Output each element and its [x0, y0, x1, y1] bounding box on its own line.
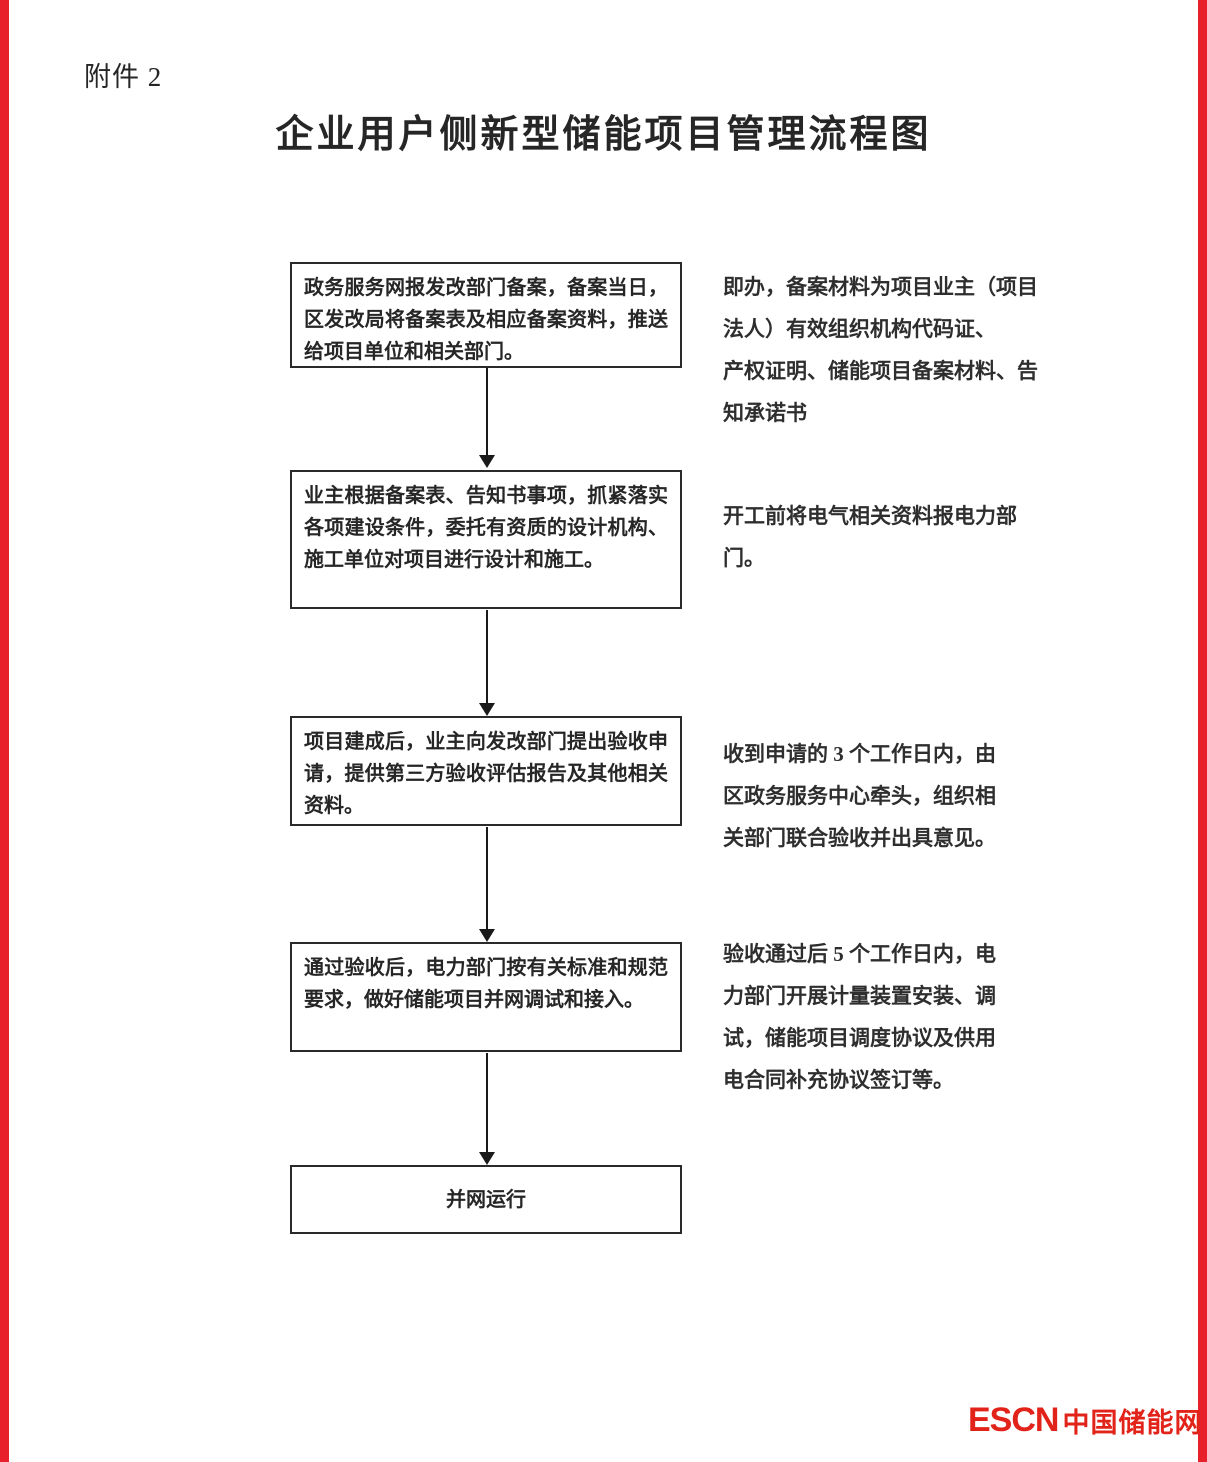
down-arrow-icon [479, 610, 495, 716]
down-arrow-icon [479, 827, 495, 942]
flow-step-text: 通过验收后，电力部门按有关标准和规范要求，做好储能项目并网调试和接入。 [304, 957, 668, 1011]
annotation-filing-materials: 即办，备案材料为项目业主（项目 法人）有效组织机构代码证、 产权证明、储能项目备… [723, 266, 1058, 434]
escn-logo: ESCN 中国储能网 [968, 1399, 1202, 1441]
annotation-line: 电合同补充协议签订等。 [723, 1068, 954, 1092]
arrow-head [479, 929, 495, 942]
arrow-shaft [486, 368, 488, 457]
attachment-label: 附件 2 [84, 62, 163, 92]
flow-step-text: 并网运行 [446, 1189, 526, 1211]
page-title: 企业用户侧新型储能项目管理流程图 [275, 114, 932, 156]
annotation-line: 区政务服务中心牵头，组织相 [723, 784, 996, 808]
annotation-electrical-data: 开工前将电气相关资料报电力部 门。 [723, 495, 1058, 579]
down-arrow-icon [479, 1053, 495, 1165]
right-red-border [1198, 0, 1207, 1462]
arrow-head [479, 1152, 495, 1165]
annotation-joint-acceptance: 收到申请的 3 个工作日内，由 区政务服务中心牵头，组织相 关部门联合验收并出具… [723, 733, 1058, 859]
flow-step-text: 业主根据备案表、告知书事项，抓紧落实各项建设条件，委托有资质的设计机构、施工单位… [304, 485, 668, 571]
annotation-line: 收到申请的 3 个工作日内，由 [723, 742, 996, 766]
flow-step-construction-box: 业主根据备案表、告知书事项，抓紧落实各项建设条件，委托有资质的设计机构、施工单位… [290, 470, 682, 609]
annotation-line: 法人）有效组织机构代码证、 [723, 317, 996, 341]
annotation-line: 力部门开展计量装置安装、调 [723, 984, 996, 1008]
left-red-border [0, 0, 9, 1462]
annotation-line: 即办，备案材料为项目业主（项目 [723, 275, 1038, 299]
annotation-metering-agreements: 验收通过后 5 个工作日内，电 力部门开展计量装置安装、调 试，储能项目调度协议… [723, 933, 1058, 1101]
arrow-shaft [486, 610, 488, 705]
annotation-line: 知承诺书 [723, 401, 807, 425]
annotation-line: 验收通过后 5 个工作日内，电 [723, 942, 996, 966]
annotation-line: 开工前将电气相关资料报电力部 [723, 504, 1017, 528]
annotation-line: 试，储能项目调度协议及供用 [723, 1026, 996, 1050]
arrow-shaft [486, 1053, 488, 1154]
flow-step-grid-operation-box: 并网运行 [290, 1165, 682, 1234]
annotation-line: 关部门联合验收并出具意见。 [723, 826, 996, 850]
down-arrow-icon [479, 368, 495, 468]
arrow-head [479, 703, 495, 716]
flow-step-text: 项目建成后，业主向发改部门提出验收申请，提供第三方验收评估报告及其他相关资料。 [304, 731, 668, 817]
escn-logo-cn-text: 中国储能网 [1062, 1407, 1203, 1438]
flow-step-grid-connection-debug-box: 通过验收后，电力部门按有关标准和规范要求，做好储能项目并网调试和接入。 [290, 942, 682, 1052]
flow-step-text: 政务服务网报发改部门备案，备案当日，区发改局将备案表及相应备案资料，推送给项目单… [304, 277, 668, 363]
flow-step-filing-box: 政务服务网报发改部门备案，备案当日，区发改局将备案表及相应备案资料，推送给项目单… [290, 262, 682, 368]
escn-logo-en-text: ESCN [968, 1400, 1059, 1439]
arrow-shaft [486, 827, 488, 931]
annotation-line: 门。 [723, 546, 765, 570]
flow-step-acceptance-application-box: 项目建成后，业主向发改部门提出验收申请，提供第三方验收评估报告及其他相关资料。 [290, 716, 682, 826]
annotation-line: 产权证明、储能项目备案材料、告 [723, 359, 1038, 383]
arrow-head [479, 455, 495, 468]
